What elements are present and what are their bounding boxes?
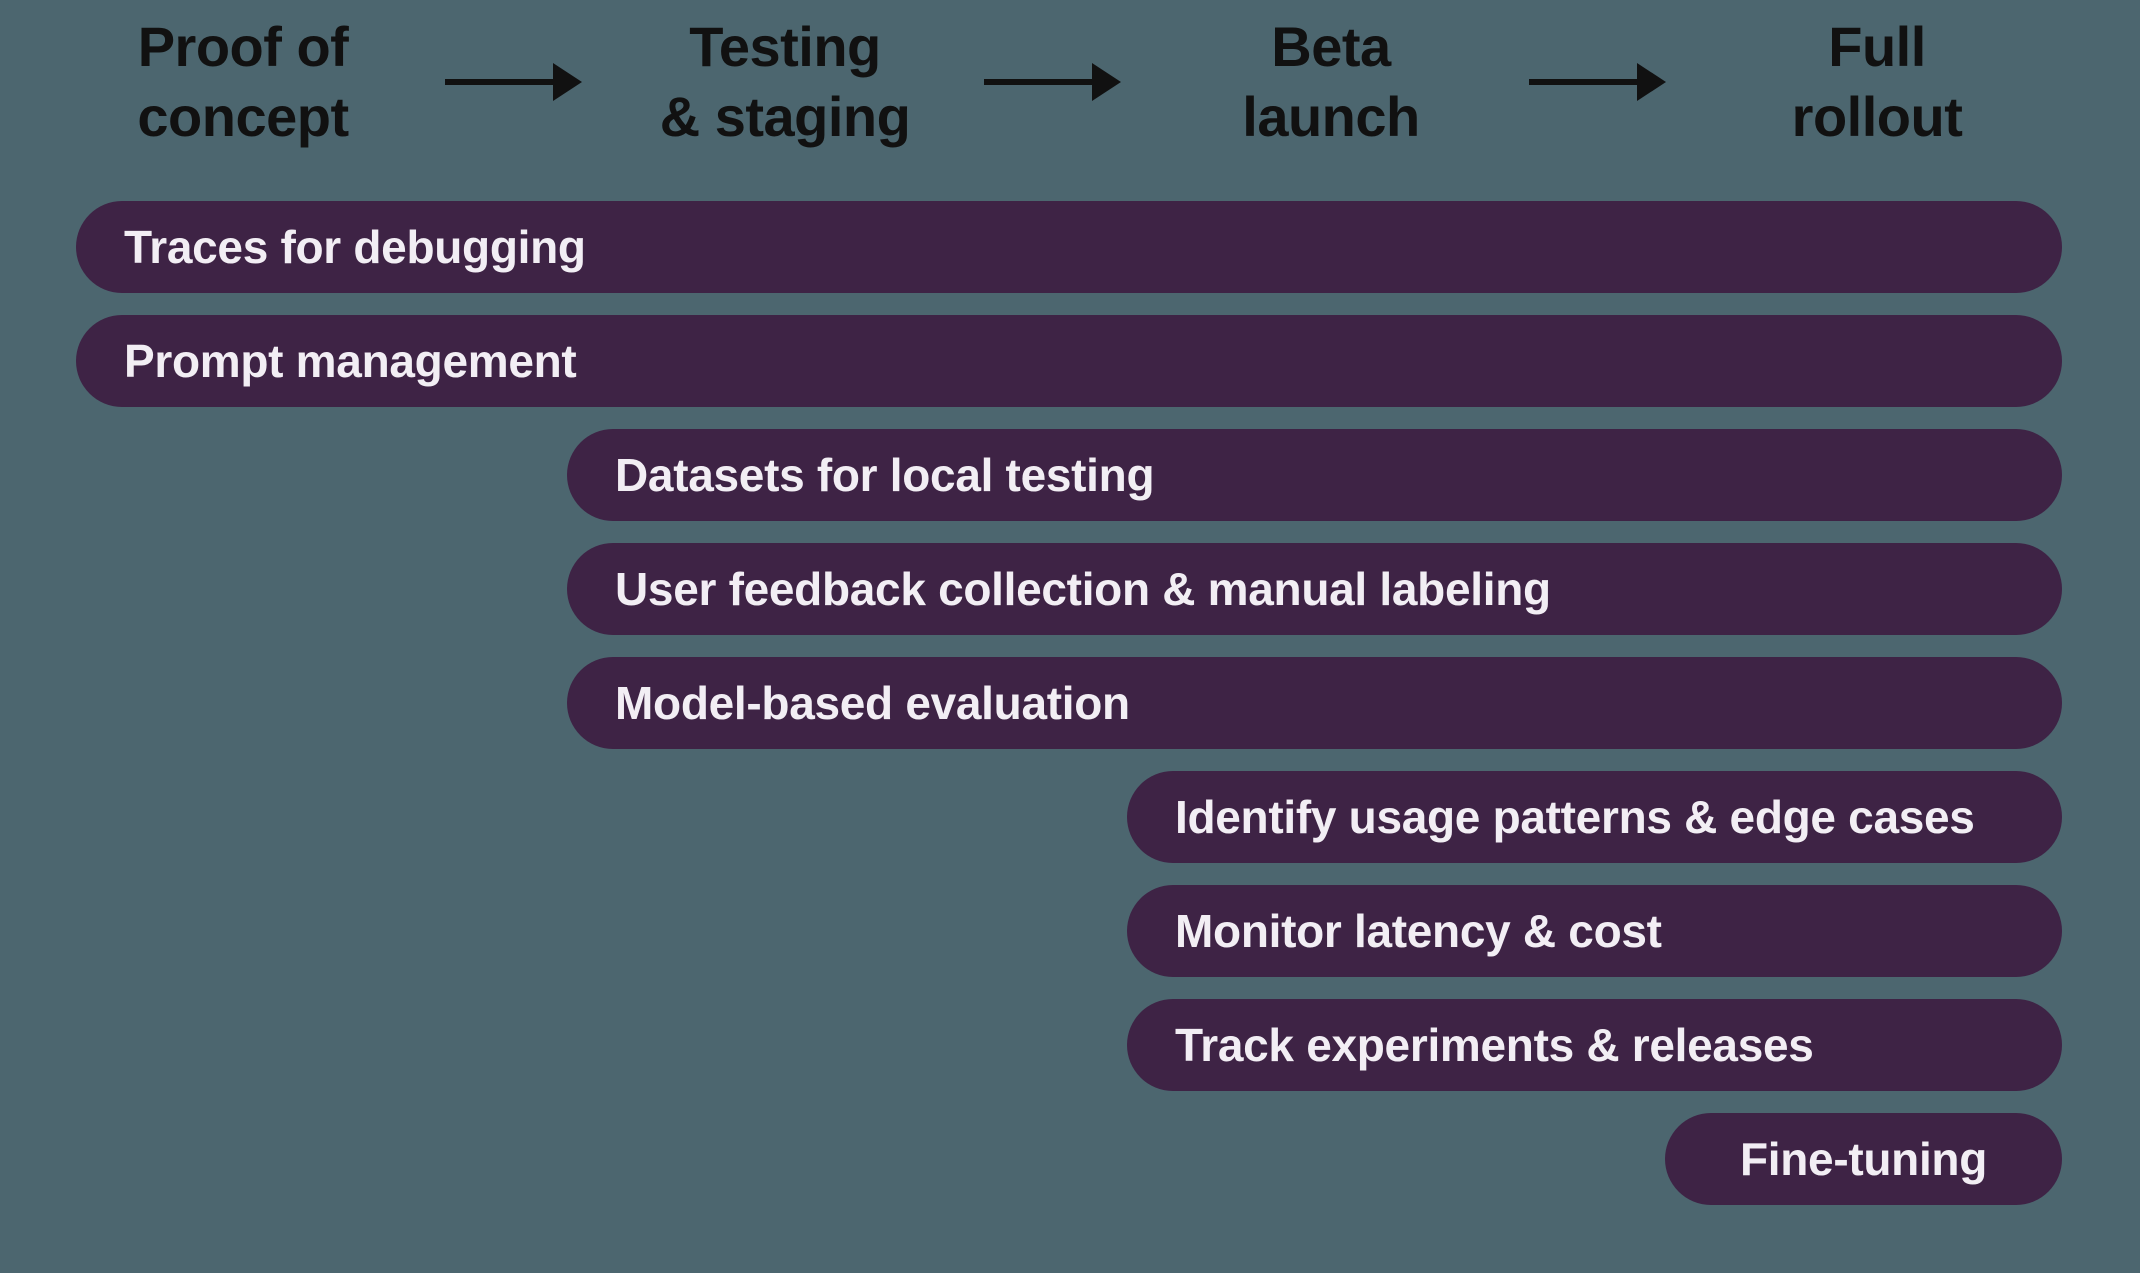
bar-identify-usage-patterns: Identify usage patterns & edge cases: [1127, 771, 2062, 863]
bar-model-based-evaluation: Model-based evaluation: [567, 657, 2062, 749]
stage-full-rollout: Full rollout: [1677, 12, 2077, 152]
bar-monitor-latency-cost: Monitor latency & cost: [1127, 885, 2062, 977]
bar-label: Fine-tuning: [1739, 1133, 1988, 1185]
stage-proof-of-concept: Proof of concept: [43, 12, 443, 152]
bar-label: Traces for debugging: [124, 221, 586, 273]
stage-label-line2: rollout: [1791, 85, 1963, 148]
stage-label-line1: Beta: [1271, 15, 1391, 78]
bar-datasets-for-local-testing: Datasets for local testing: [567, 429, 2062, 521]
bar-label: Datasets for local testing: [615, 449, 1155, 501]
stage-label-line2: concept: [137, 85, 349, 148]
stage-label-line2: launch: [1242, 85, 1420, 148]
bar-prompt-management: Prompt management: [76, 315, 2062, 407]
bar-label: Monitor latency & cost: [1175, 905, 1662, 957]
flow-arrow-icon: [1529, 63, 1666, 101]
stage-label-line1: Full: [1828, 15, 1926, 78]
flow-arrow-icon: [984, 63, 1121, 101]
stage-label-line1: Testing: [689, 15, 881, 78]
stage-label-line1: Proof of: [137, 15, 349, 78]
bar-traces-for-debugging: Traces for debugging: [76, 201, 2062, 293]
bar-label: Prompt management: [124, 335, 577, 387]
bar-label: Identify usage patterns & edge cases: [1175, 791, 1975, 843]
stage-beta-launch: Beta launch: [1131, 12, 1531, 152]
flow-arrow-icon: [445, 63, 582, 101]
stage-label-line2: & staging: [659, 85, 911, 148]
bar-label: User feedback collection & manual labeli…: [615, 563, 1551, 615]
bar-label: Model-based evaluation: [615, 677, 1130, 729]
bar-user-feedback-collection: User feedback collection & manual labeli…: [567, 543, 2062, 635]
bar-fine-tuning: Fine-tuning: [1665, 1113, 2062, 1205]
stage-testing-staging: Testing & staging: [585, 12, 985, 152]
bar-track-experiments-releases: Track experiments & releases: [1127, 999, 2062, 1091]
bar-label: Track experiments & releases: [1175, 1019, 1814, 1071]
